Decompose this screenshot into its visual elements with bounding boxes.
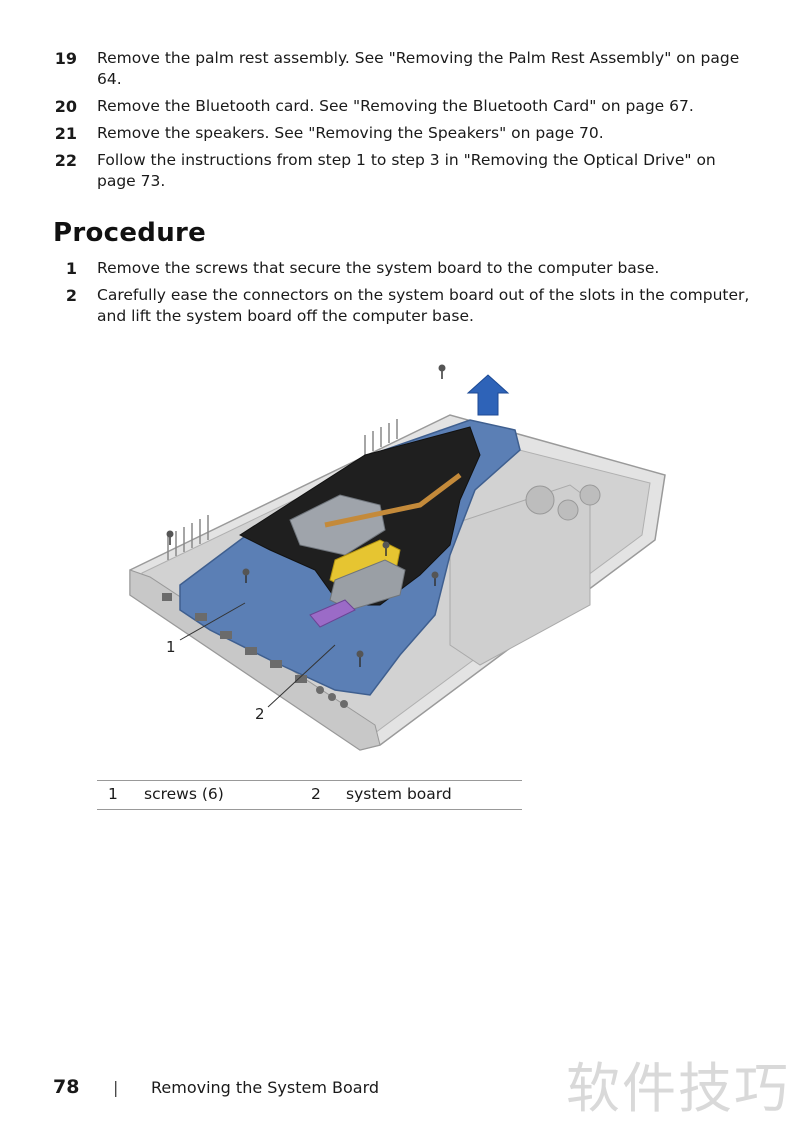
legend-label: system board bbox=[346, 785, 452, 803]
step-text: Follow the instructions from step 1 to s… bbox=[97, 151, 716, 190]
step-item: 19 Remove the palm rest assembly. See "R… bbox=[52, 48, 752, 90]
step-item: 21 Remove the speakers. See "Removing th… bbox=[52, 123, 752, 144]
base-hole bbox=[525, 485, 555, 515]
legend-number: 2 bbox=[311, 785, 321, 803]
callout-leader bbox=[267, 644, 336, 708]
step-item: 22 Follow the instructions from step 1 t… bbox=[52, 150, 752, 192]
heat-pipe bbox=[324, 473, 462, 528]
watermark: 软件技巧 bbox=[566, 1057, 790, 1120]
step-number: 20 bbox=[54, 97, 77, 116]
footer-title: Removing the System Board bbox=[151, 1078, 380, 1097]
step-text: Remove the palm rest assembly. See "Remo… bbox=[97, 49, 740, 88]
legend-number: 1 bbox=[108, 785, 118, 803]
figure-legend: 1 screws (6) 2 system board bbox=[97, 780, 522, 810]
screw-icon bbox=[382, 541, 390, 556]
base-hole bbox=[579, 484, 601, 506]
screw-icon bbox=[242, 568, 250, 583]
step-number: 2 bbox=[65, 286, 77, 305]
io-ports bbox=[162, 593, 348, 708]
base-compartment bbox=[449, 484, 591, 666]
screw-icon bbox=[166, 530, 174, 545]
footer-separator: | bbox=[113, 1078, 119, 1097]
procedure-steps-list: 1 Remove the screws that secure the syst… bbox=[52, 258, 762, 333]
screws bbox=[166, 364, 446, 667]
step-text: Remove the Bluetooth card. See "Removing… bbox=[97, 97, 694, 115]
page-number: 78 bbox=[53, 1076, 80, 1098]
callout-2: 2 bbox=[255, 705, 265, 723]
step-number: 22 bbox=[54, 151, 77, 170]
step-number: 19 bbox=[54, 49, 77, 68]
screw-icon bbox=[431, 571, 439, 586]
step-item: 2 Carefully ease the connectors on the s… bbox=[52, 285, 762, 327]
page-footer: 78 | Removing the System Board bbox=[0, 1076, 800, 1106]
step-text: Remove the speakers. See "Removing the S… bbox=[97, 124, 604, 142]
legend-label: screws (6) bbox=[144, 785, 224, 803]
vent-grille bbox=[167, 419, 398, 560]
step-item: 20 Remove the Bluetooth card. See "Remov… bbox=[52, 96, 752, 117]
laptop-base-drawing bbox=[129, 364, 666, 751]
procedure-heading: Procedure bbox=[53, 218, 207, 248]
step-text: Carefully ease the connectors on the sys… bbox=[97, 286, 750, 325]
screw-icon bbox=[356, 650, 364, 667]
callout-1: 1 bbox=[166, 638, 176, 656]
step-number: 1 bbox=[65, 259, 77, 278]
board-label bbox=[309, 599, 356, 628]
memory-shield bbox=[329, 559, 406, 611]
step-item: 1 Remove the screws that secure the syst… bbox=[52, 258, 762, 279]
lift-arrow-icon bbox=[466, 374, 510, 416]
prior-steps-list: 19 Remove the palm rest assembly. See "R… bbox=[52, 48, 752, 198]
system-board-illustration: 1 2 bbox=[120, 355, 680, 755]
heat-sink bbox=[289, 494, 386, 556]
step-number: 21 bbox=[54, 124, 77, 143]
callout-leader bbox=[179, 602, 246, 641]
base-hole bbox=[557, 499, 579, 521]
screw-icon bbox=[438, 364, 446, 379]
step-text: Remove the screws that secure the system… bbox=[97, 259, 660, 277]
